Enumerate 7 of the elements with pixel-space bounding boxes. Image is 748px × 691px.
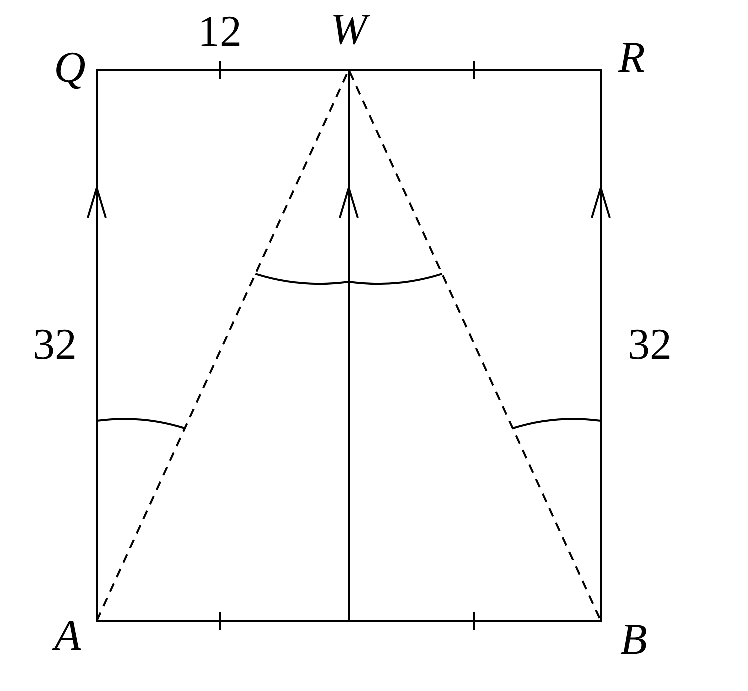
- length-label: 12: [198, 10, 242, 54]
- length-label: 32: [33, 323, 77, 367]
- point-label: R: [618, 36, 646, 80]
- point-label: B: [620, 618, 648, 662]
- point-label: Q: [54, 46, 86, 90]
- length-label: 32: [628, 323, 672, 367]
- point-label: A: [54, 614, 82, 658]
